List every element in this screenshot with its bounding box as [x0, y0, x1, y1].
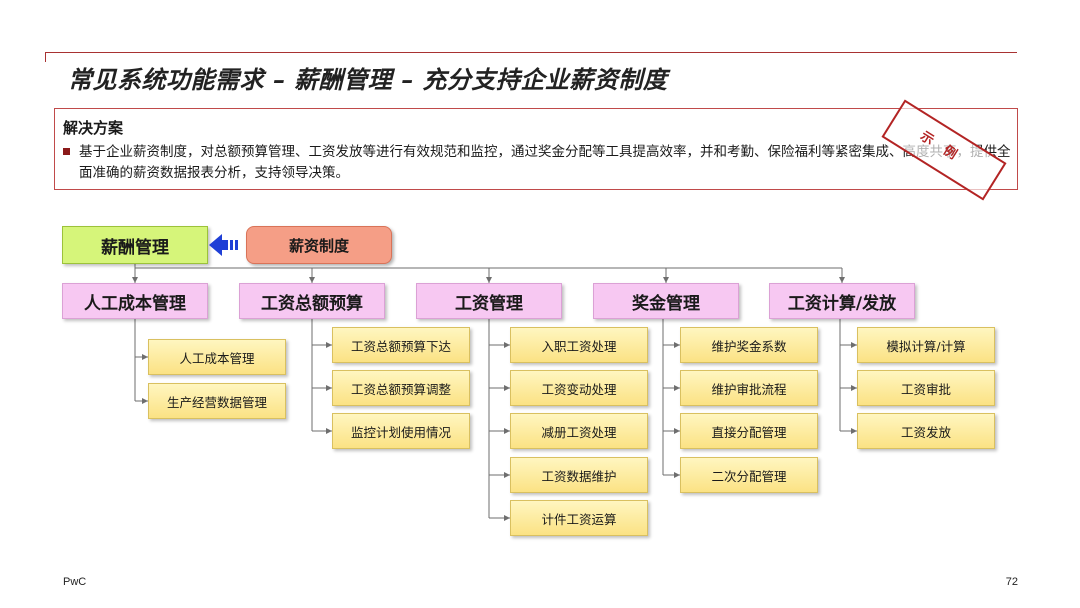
category-node: 奖金管理: [593, 283, 739, 319]
branch-arrowhead: [851, 428, 857, 434]
footer-brand: PwC: [63, 576, 87, 588]
leaf-node: 工资总额预算调整: [332, 370, 470, 406]
title-rule: [45, 52, 1017, 53]
branch-arrowhead: [504, 428, 510, 434]
branch-arrowhead: [674, 472, 680, 478]
leaf-node: 人工成本管理: [148, 339, 286, 375]
category-node: 工资计算/发放: [769, 283, 915, 319]
leaf-node: 入职工资处理: [510, 327, 648, 363]
branch-arrowhead: [674, 385, 680, 391]
category-arrowhead: [486, 277, 492, 283]
square-bullet-icon: [63, 148, 70, 155]
leaf-node: 监控计划使用情况: [332, 413, 470, 449]
leaf-node: 工资变动处理: [510, 370, 648, 406]
branch-arrowhead: [326, 385, 332, 391]
leaf-node: 维护审批流程: [680, 370, 818, 406]
branch-arrowhead: [326, 342, 332, 348]
category-node: 工资总额预算: [239, 283, 385, 319]
leaf-node: 生产经营数据管理: [148, 383, 286, 419]
branch-arrowhead: [674, 342, 680, 348]
source-node: 薪资制度: [246, 226, 392, 264]
solution-text: 基于企业薪资制度，对总额预算管理、工资发放等进行有效规范和监控，通过奖金分配等工…: [79, 144, 1011, 181]
leaf-node: 工资数据维护: [510, 457, 648, 493]
branch-arrowhead: [851, 342, 857, 348]
left-arrow-icon: [209, 234, 238, 256]
leaf-node: 模拟计算/计算: [857, 327, 995, 363]
title-rule-tick: [45, 52, 46, 62]
branch-arrowhead: [504, 472, 510, 478]
branch-arrowhead: [504, 342, 510, 348]
branch-arrowhead: [674, 428, 680, 434]
leaf-node: 直接分配管理: [680, 413, 818, 449]
root-node: 薪酬管理: [62, 226, 208, 264]
category-node: 人工成本管理: [62, 283, 208, 319]
branch-arrowhead: [851, 385, 857, 391]
leaf-node: 维护奖金系数: [680, 327, 818, 363]
branch-arrowhead: [142, 398, 148, 404]
branch-arrowhead: [326, 428, 332, 434]
leaf-node: 工资审批: [857, 370, 995, 406]
branch-arrowhead: [142, 354, 148, 360]
branch-arrowhead: [504, 515, 510, 521]
slide-title: 常见系统功能需求 – 薪酬管理 – 充分支持企业薪资制度: [68, 65, 668, 94]
solution-heading: 解决方案: [63, 119, 124, 137]
leaf-node: 工资总额预算下达: [332, 327, 470, 363]
solution-box: 解决方案 基于企业薪资制度，对总额预算管理、工资发放等进行有效规范和监控，通过奖…: [54, 108, 1018, 190]
category-arrowhead: [309, 277, 315, 283]
category-arrowhead: [839, 277, 845, 283]
category-node: 工资管理: [416, 283, 562, 319]
branch-arrowhead: [504, 385, 510, 391]
leaf-node: 减册工资处理: [510, 413, 648, 449]
leaf-node: 工资发放: [857, 413, 995, 449]
leaf-node: 二次分配管理: [680, 457, 818, 493]
category-arrowhead: [663, 277, 669, 283]
category-arrowhead: [132, 277, 138, 283]
leaf-node: 计件工资运算: [510, 500, 648, 536]
page-number: 72: [1005, 576, 1018, 588]
solution-text-block: 基于企业薪资制度，对总额预算管理、工资发放等进行有效规范和监控，通过奖金分配等工…: [63, 142, 1011, 184]
